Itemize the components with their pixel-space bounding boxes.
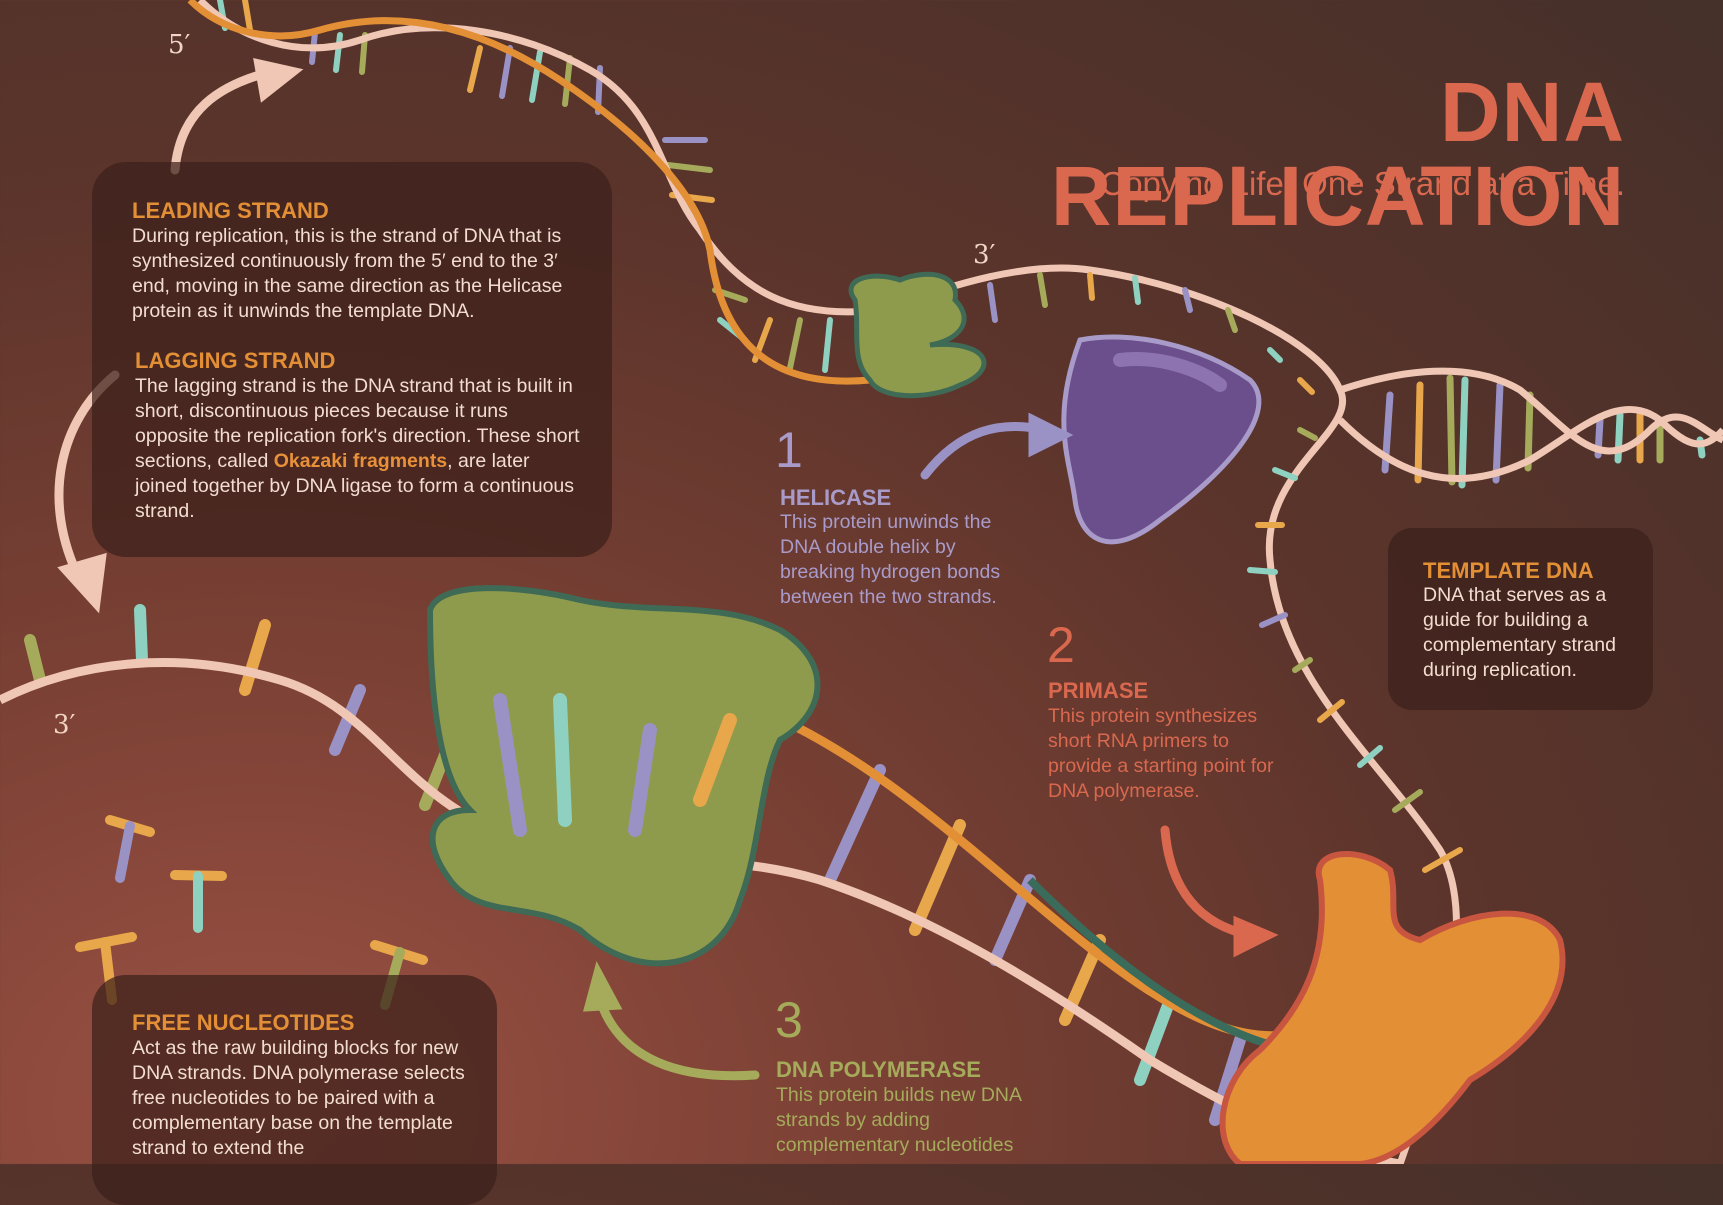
helicase-heading: HELICASE xyxy=(780,485,892,510)
template-dna-heading: TEMPLATE DNA xyxy=(1423,558,1594,583)
lagging-strand-heading: LAGGING STRAND xyxy=(135,348,336,373)
polymerase-heading: DNA POLYMERASE xyxy=(776,1057,981,1082)
leading-strand-text: During replication, this is the strand o… xyxy=(132,225,563,322)
leading-strand-heading: LEADING STRAND xyxy=(132,198,329,223)
primase-protein xyxy=(1219,851,1566,1164)
polymerase-text: This protein builds new DNA strands by a… xyxy=(776,1084,1021,1156)
template-dna-text: DNA that serves as a guide for building … xyxy=(1423,584,1616,681)
strand-info-panel: LEADING STRAND During replication, this … xyxy=(92,162,612,557)
three-prime-label-left: 3′ xyxy=(53,710,76,740)
arrows xyxy=(54,58,1279,1081)
lagging-strand-text-start: The lagging strand is the DNA strand tha… xyxy=(135,375,580,472)
polymerase-step-number: 3 xyxy=(775,992,803,1048)
primase-step-number: 2 xyxy=(1047,617,1075,673)
helicase-step-number: 1 xyxy=(775,422,803,478)
lagging-strand-text-end: , are later joined together by DNA ligas… xyxy=(135,450,575,522)
template-dna-panel: TEMPLATE DNA DNA that serves as a guide … xyxy=(1388,528,1653,710)
helicase-text: This protein unwinds the DNA double heli… xyxy=(780,511,1001,608)
helicase-protein xyxy=(1061,334,1262,545)
lagging-strand-text: The lagging strand is the DNA strand tha… xyxy=(135,374,585,524)
helicase-protein-small xyxy=(848,271,987,399)
free-nucleotides-panel: FREE NUCLEOTIDES Act as the raw building… xyxy=(92,975,497,1205)
right-double-helix xyxy=(1337,367,1723,489)
primase-text: This protein synthesizes short RNA prime… xyxy=(1048,705,1274,802)
free-nucleotides-heading: FREE NUCLEOTIDES xyxy=(132,1010,355,1035)
primase-heading: PRIMASE xyxy=(1048,678,1149,703)
free-nucleotides-text: Act as the raw building blocks for new D… xyxy=(132,1037,465,1159)
template-strand xyxy=(878,264,1483,1164)
top-double-helix xyxy=(187,0,881,385)
okazaki-fragments-highlight: Okazaki fragments xyxy=(273,450,448,472)
dna-polymerase-protein xyxy=(426,585,821,967)
three-prime-label-mid: 3′ xyxy=(973,240,996,270)
page-title: DNA REPLICATION xyxy=(1050,65,1625,243)
page-subtitle: Copying Life, One Strand at a Time. xyxy=(1100,165,1625,202)
five-prime-label-top: 5′ xyxy=(168,30,191,60)
